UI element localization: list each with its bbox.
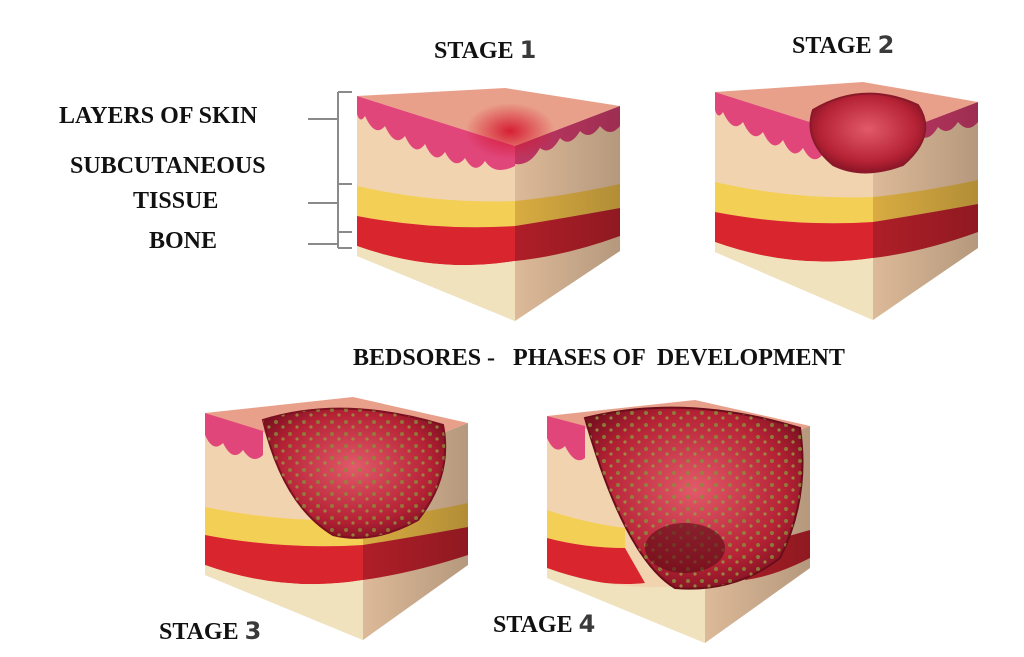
leader-lines — [308, 91, 352, 249]
stage-1-illustration — [357, 88, 620, 321]
stage-1-prefix: STAGE — [434, 38, 514, 64]
stage-2-illustration — [715, 82, 978, 320]
stage-1-number: 1 — [519, 36, 537, 64]
stage-3-number: 3 — [244, 617, 262, 645]
stage-2-prefix: STAGE — [792, 33, 872, 59]
label-layers-of-skin: LAYERS OF SKIN — [59, 103, 258, 129]
stage-3-prefix: STAGE — [159, 619, 239, 645]
stage-4-number: 4 — [578, 610, 596, 638]
stage-4-prefix: STAGE — [493, 612, 573, 638]
stage-3-illustration — [205, 397, 468, 640]
stage-4-illustration — [547, 400, 810, 643]
diagram-title: BEDSORES - PHASES OF DEVELOPMENT — [353, 345, 845, 371]
stage-3-label: STAGE 3 — [159, 617, 261, 646]
label-subcutaneous: SUBCUTANEOUS — [70, 153, 266, 179]
stage-1-label: STAGE 1 — [434, 36, 536, 65]
stage-2-number: 2 — [877, 31, 895, 59]
stage-4-label: STAGE 4 — [493, 610, 595, 639]
stage-2-label: STAGE 2 — [792, 31, 894, 60]
label-bone: BONE — [149, 228, 218, 254]
label-tissue: TISSUE — [133, 188, 219, 214]
